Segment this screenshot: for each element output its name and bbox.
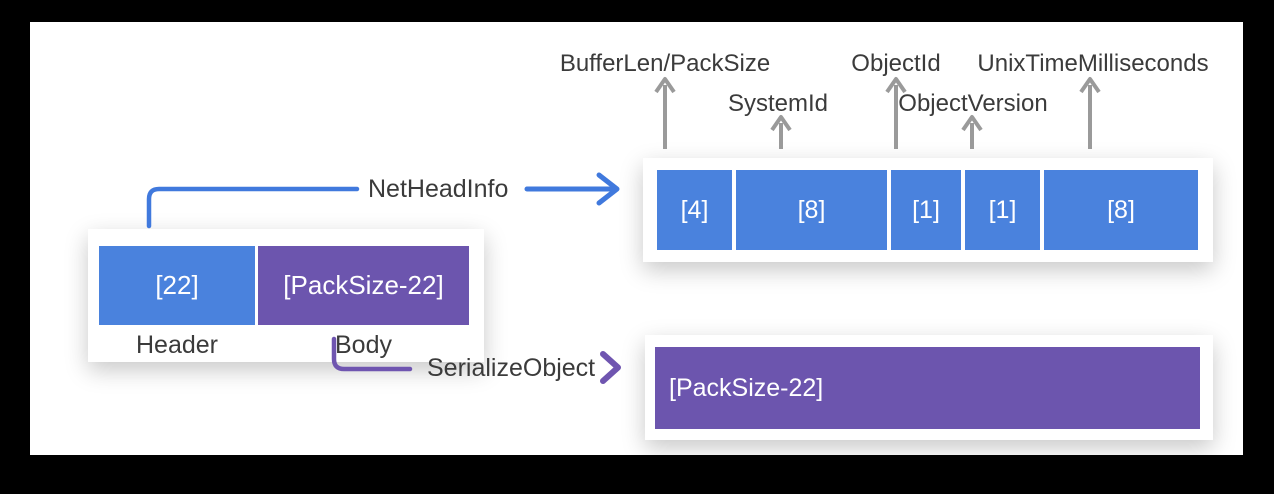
headinfo-segment-bufferlen: [4] (657, 170, 732, 250)
packet-header-cell: [22] (99, 246, 255, 325)
packet-body-size: [PackSize-22] (283, 270, 444, 300)
packet-header-label: Header (136, 331, 218, 359)
headinfo-segment-objectversion: [1] (965, 170, 1040, 250)
serialized-body-cell: [PackSize-22] (655, 347, 1200, 429)
diagram-canvas: [22] [PackSize-22] Header Body [4] [8] [… (30, 22, 1243, 455)
serialized-body-size: [PackSize-22] (669, 373, 824, 402)
headinfo-segment-objectid: [1] (891, 170, 961, 250)
field-label-objectid: ObjectId (851, 50, 941, 77)
field-label-bufferlen: BufferLen/PackSize (559, 50, 771, 77)
field-label-systemid: SystemId (727, 90, 829, 117)
serializeobject-label: SerializeObject (427, 354, 596, 382)
field-label-unixtime: UnixTimeMilliseconds (977, 50, 1209, 77)
headinfo-segment-systemid: [8] (736, 170, 887, 250)
netheadinfo-label: NetHeadInfo (368, 175, 509, 203)
serialized-card: [PackSize-22] (645, 335, 1213, 440)
headinfo-segments: [4] [8] [1] [1] [8] (657, 170, 1198, 250)
packet-card: [22] [PackSize-22] Header Body (88, 229, 484, 362)
headinfo-card: [4] [8] [1] [1] [8] (643, 158, 1213, 262)
headinfo-segment-unixtime: [8] (1044, 170, 1198, 250)
packet-header-size: [22] (155, 270, 199, 300)
packet-body-cell: [PackSize-22] (258, 246, 469, 325)
field-label-objectversion: ObjectVersion (898, 90, 1048, 117)
